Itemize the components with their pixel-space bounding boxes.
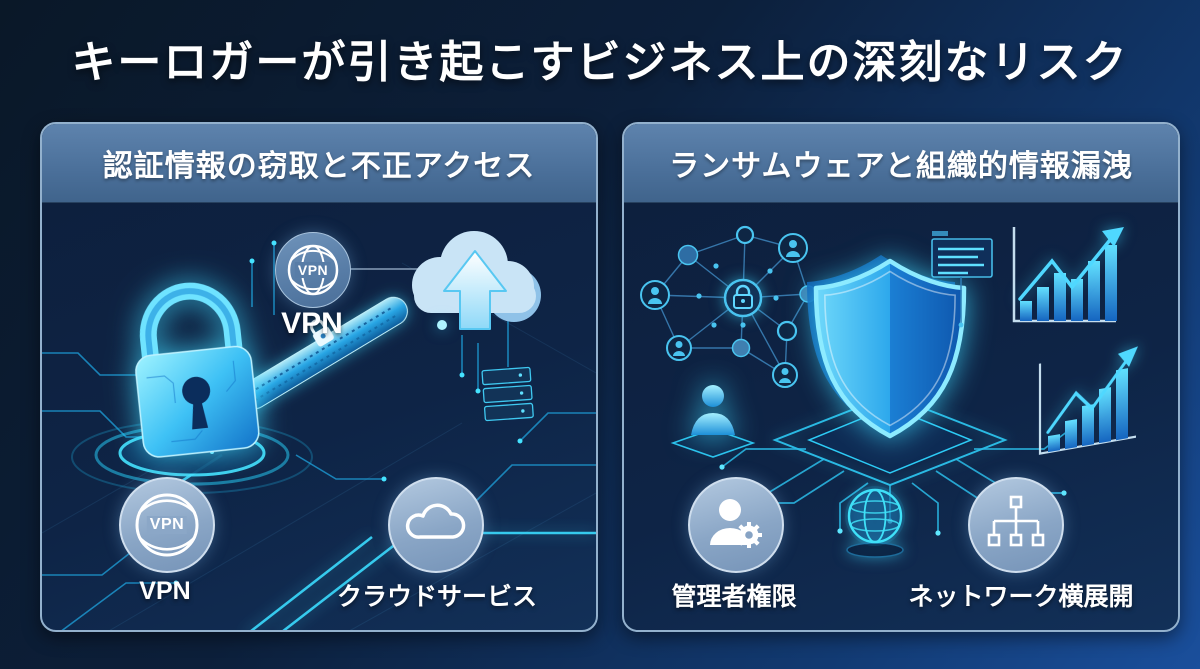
tunnel-lock-icon [309, 319, 334, 347]
right-panel-title: ランサムウェアと組織的情報漏洩 [669, 150, 1133, 183]
right-panel-header: ランサムウェアと組織的情報漏洩 [624, 124, 1178, 203]
page-title: キーロガーが引き起こすビジネス上の深刻なリスク [71, 38, 1129, 87]
growth-chart-icon [1012, 227, 1124, 323]
person-icon [670, 385, 756, 458]
left-illustration-art [42, 231, 596, 630]
vpn-badge-text: VPN [294, 262, 332, 278]
person-node-icon [640, 233, 808, 388]
lock-circuit-etch [146, 360, 236, 443]
left-panel-header: 認証情報の窃取と不正アクセス [42, 124, 596, 203]
globe-icon [845, 486, 905, 558]
panel-credential-theft: 認証情報の窃取と不正アクセス [40, 122, 598, 632]
growth-chart-iso-icon [1038, 346, 1138, 455]
server-icon [481, 366, 534, 422]
vpn-footer-badge: VPN [119, 477, 215, 573]
left-panel-illustration: VPN VPN VPN VPN [42, 203, 596, 630]
cloud-icon [405, 503, 466, 539]
panel-ransomware: ランサムウェアと組織的情報漏洩 [622, 122, 1180, 632]
vpn-footer-label: VPN [139, 577, 191, 605]
cloud-service-badge [388, 477, 484, 573]
admin-user-gear-icon [710, 499, 762, 548]
message-box-icon [931, 231, 993, 328]
admin-badge [688, 477, 784, 573]
lateral-movement-badge [968, 477, 1064, 573]
circuit-traces [42, 243, 596, 630]
right-illustration-art [640, 225, 1138, 558]
cloud-upload-icon [412, 231, 541, 330]
network-graph-icon [640, 225, 817, 388]
lock-node-icon [723, 278, 763, 318]
globe-vpn-icon [135, 493, 199, 557]
globe-vpn-text: VPN [146, 516, 188, 534]
panels-row: 認証情報の窃取と不正アクセス [0, 122, 1200, 632]
vpn-top-label: VPN [281, 307, 343, 340]
lateral-movement-label: ネットワーク横展開 [908, 583, 1134, 611]
network-tree-icon [987, 495, 1045, 547]
admin-label: 管理者権限 [671, 583, 797, 611]
shield-icon [807, 255, 967, 439]
padlock-icon [135, 282, 260, 458]
left-panel-title: 認証情報の窃取と不正アクセス [102, 150, 536, 183]
right-panel-illustration: 管理者権限 ネットワーク横展開 [624, 203, 1178, 630]
vpn-badge: VPN [275, 232, 351, 308]
cloud-service-label: クラウドサービス [336, 583, 538, 611]
